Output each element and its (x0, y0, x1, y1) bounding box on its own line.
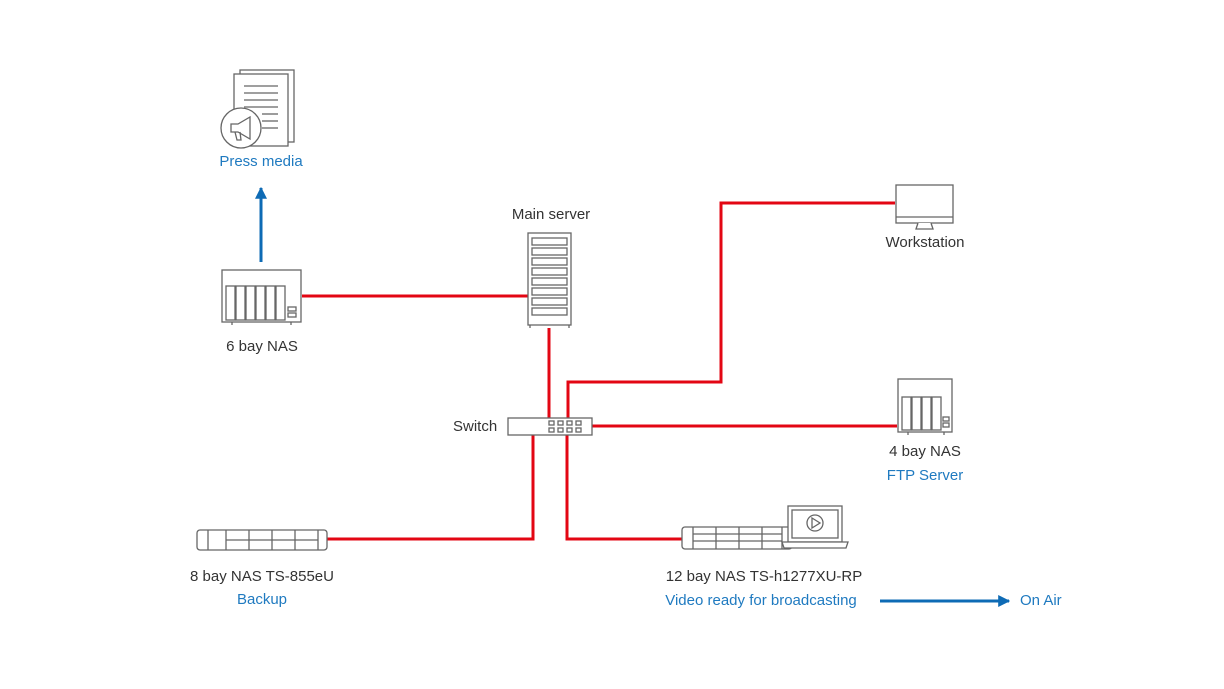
on-air-label: On Air (1020, 592, 1062, 609)
document-megaphone-icon (220, 69, 295, 149)
main-server-device (527, 232, 572, 328)
6-bay-nas-label: 6 bay NAS (226, 338, 298, 355)
main-server-label: Main server (511, 206, 591, 223)
12-bay-nas-with-laptop-device (681, 505, 849, 550)
workstation-label: Workstation (885, 234, 965, 251)
6-bay-nas-device (221, 269, 302, 325)
video-ready-label: Video ready for broadcasting (665, 592, 857, 609)
press-media-label: Press media (219, 153, 303, 170)
switch-device (507, 417, 593, 436)
ftp-server-label: FTP Server (886, 467, 964, 484)
network-links (302, 201, 897, 541)
backup-label: Backup (236, 591, 288, 608)
8-bay-rackmount-nas-device (196, 529, 328, 551)
4-bay-nas-label: 4 bay NAS (889, 443, 961, 460)
12-bay-nas-label: 12 bay NAS TS-h1277XU-RP (665, 568, 863, 585)
8-bay-nas-label: 8 bay NAS TS-855eU (190, 568, 334, 585)
4-bay-nas-device (897, 378, 953, 435)
switch-label: Switch (453, 418, 498, 435)
workstation-device (895, 184, 954, 230)
link-switch-to-workstation (566, 201, 895, 418)
link-switch-to-12bay-nas (565, 435, 682, 541)
link-switch-to-8bay-nas (327, 435, 535, 541)
